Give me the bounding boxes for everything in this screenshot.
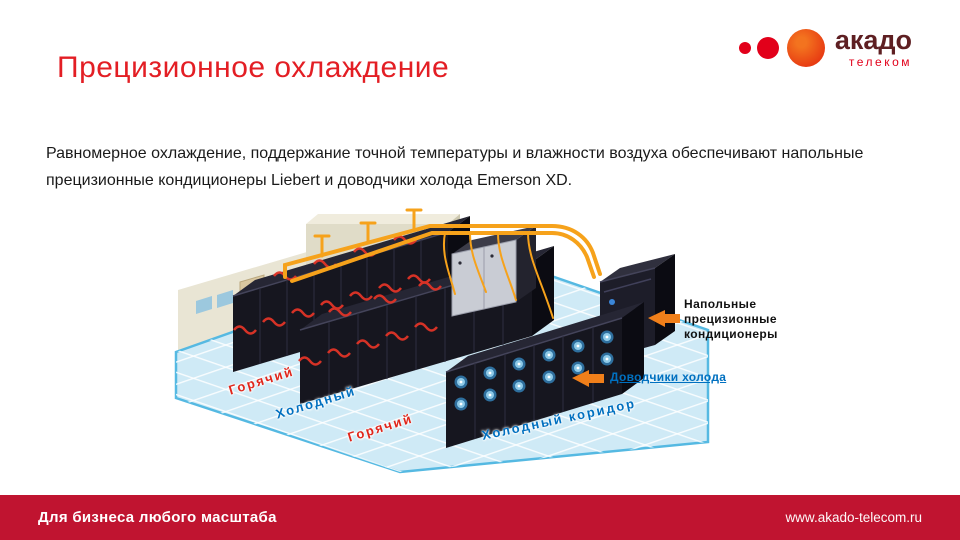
rack-row-3 xyxy=(445,302,644,448)
footer-bar: Для бизнеса любого масштаба www.akado-te… xyxy=(0,495,960,540)
callout-arrow-boosters-icon xyxy=(572,370,604,387)
coolant-pipes xyxy=(283,208,602,319)
label-cold-boosters: Доводчики холода xyxy=(610,370,727,384)
label-floor-conditioners: Напольные прецизионные кондиционеры xyxy=(684,297,778,341)
logo-dot-medium-icon xyxy=(756,37,779,59)
footer-tagline: Для бизнеса любого масштаба xyxy=(38,509,277,526)
logo-brand: акадо xyxy=(834,25,912,55)
logo-text: акадо телеком xyxy=(834,25,912,70)
logo-sub-brand: телеком xyxy=(848,55,912,69)
akado-logo: акадо телеком xyxy=(738,25,912,70)
footer-website: www.akado-telecom.ru xyxy=(785,510,922,525)
page-title: Прецизионное охлаждение xyxy=(57,51,450,85)
logo-dot-small-icon xyxy=(738,42,751,54)
callout-arrow-crac-icon xyxy=(648,310,680,327)
body-text: Равномерное охлаждение, поддержание точн… xyxy=(46,145,864,189)
logo-dot-large-icon xyxy=(786,29,825,67)
